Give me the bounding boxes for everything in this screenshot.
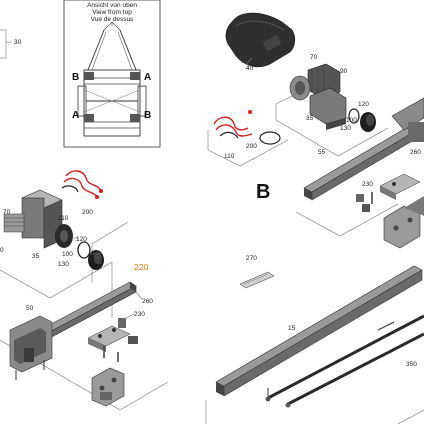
right-assembly: 40 70 90 35 120 100 130 110 200 55 260 2… — [205, 12, 424, 424]
long-bar-15 — [215, 265, 423, 397]
label-200-left: 200 — [82, 209, 93, 216]
label-130-right: 130 — [340, 125, 351, 132]
section-letter-B: B — [256, 181, 270, 203]
label-70-right: 70 — [310, 54, 318, 61]
ring-100-left — [77, 241, 91, 259]
label-110-left: 110 — [58, 215, 69, 222]
label-100-left: 100 — [62, 251, 73, 258]
small-parts-230-left — [87, 318, 138, 362]
motor-unit-left — [3, 189, 73, 249]
label-30: 30 — [14, 39, 22, 46]
bracket-assembly-left — [9, 315, 53, 380]
callout-30: 30 — [0, 29, 22, 59]
cover-40 — [225, 12, 296, 68]
view-from-top-panel: Ansicht von oben View from top Vue de de… — [63, 0, 161, 148]
corner-B-top-left: B — [72, 72, 79, 83]
label-35-right: 35 — [306, 115, 314, 122]
bar-260-right — [303, 97, 424, 201]
label-100-right: 100 — [346, 117, 357, 124]
mount-plate-right — [383, 196, 424, 249]
label-260-right: 260 — [410, 149, 421, 156]
label-270: 270 — [246, 255, 257, 262]
view-title-de: Ansicht von oben — [87, 2, 137, 9]
mount-plate-left — [91, 367, 125, 407]
small-parts-230-right — [356, 173, 421, 212]
label-120-left: 120 — [76, 236, 87, 243]
corner-A-top-right: A — [144, 72, 151, 83]
label-15: 15 — [288, 325, 296, 332]
label-70-left: 70 — [3, 209, 11, 216]
rods-350 — [265, 314, 424, 408]
motor-unit-right — [289, 63, 347, 130]
label-130-left: 130 — [58, 261, 69, 268]
label-110-right: 110 — [224, 153, 235, 160]
label-220: 220 — [134, 262, 148, 272]
corner-A-bottom-left: A — [72, 110, 79, 121]
label-35-left: 35 — [32, 253, 40, 260]
label-120-right: 120 — [358, 101, 369, 108]
label-90: 90 — [340, 68, 348, 75]
label-55: 55 — [318, 149, 326, 156]
wiring-harness-left — [61, 170, 103, 199]
label-350: 350 — [406, 361, 417, 368]
ring-100-right — [348, 108, 360, 124]
view-title-fr: Vue de dessus — [91, 16, 135, 23]
label-200-right: 200 — [246, 143, 257, 150]
label-0-left: 0 — [0, 247, 4, 254]
wiring-harness-right — [213, 110, 281, 145]
view-title-en: View from top — [92, 9, 132, 16]
left-assembly: 70 110 200 120 35 100 130 0 50 220 260 2… — [0, 170, 169, 411]
label-230-right: 230 — [362, 181, 373, 188]
label-40: 40 — [246, 65, 254, 72]
part-270 — [239, 271, 275, 289]
label-260-left: 260 — [142, 298, 153, 305]
label-50-left: 50 — [26, 305, 34, 312]
corner-B-bottom-right: B — [144, 110, 151, 121]
label-230-left: 230 — [134, 311, 145, 318]
